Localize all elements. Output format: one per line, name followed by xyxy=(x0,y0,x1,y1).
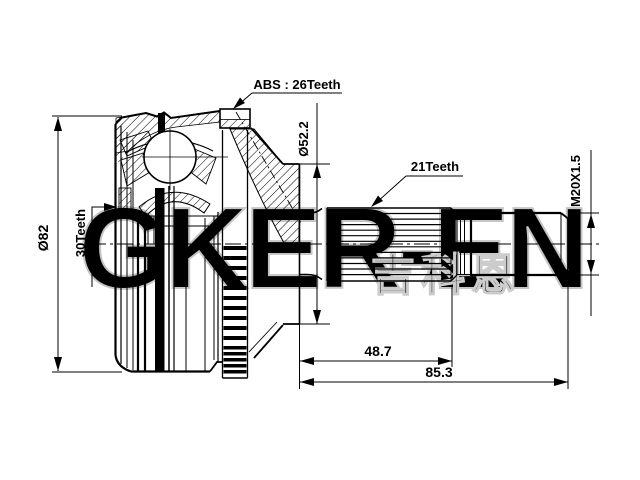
dimension-overall-length: 85.3 xyxy=(300,278,569,389)
shaft-spline-teeth-label: 21Teeth xyxy=(411,159,459,174)
shaft xyxy=(299,207,569,389)
abs-ring-hatch xyxy=(219,119,251,129)
dimension-shaft-spline: 21Teeth xyxy=(371,159,463,207)
abs-tooth-bar xyxy=(223,296,247,300)
arrowhead xyxy=(300,357,314,365)
neck-bottom xyxy=(300,273,323,281)
abs-tooth-bar xyxy=(223,346,247,350)
clamp-band-dark-top xyxy=(158,113,165,133)
thread-chamfer-bottom xyxy=(560,268,569,276)
arrowhead xyxy=(438,357,452,365)
spline-right-chamfer-top xyxy=(450,207,458,215)
dimension-hub-spline: 30Teeth xyxy=(73,203,117,287)
arrowhead xyxy=(54,117,62,131)
arrowhead xyxy=(587,260,595,274)
abs-tooth-bar xyxy=(223,286,247,290)
abs-tooth-bar xyxy=(223,316,247,320)
clamp-band-dark xyxy=(155,188,165,371)
leader-line xyxy=(375,175,407,204)
dimension-abs-ring: ABS : 26Teeth xyxy=(233,77,342,109)
spline-right-chamfer-bottom xyxy=(450,274,458,282)
arrowhead xyxy=(313,164,321,178)
arrowhead xyxy=(300,378,314,386)
abs-ring xyxy=(219,108,251,379)
housing-cone-bottom-inner xyxy=(248,321,278,353)
spline-teeth-lines xyxy=(330,212,451,276)
abs-tooth-bar xyxy=(223,370,247,374)
arrowhead xyxy=(313,310,321,324)
dimension-thread: M20X1.5 xyxy=(568,150,599,316)
dimension-flange-diameter: Ø52.2 xyxy=(296,103,330,325)
abs-tooth-bar xyxy=(223,276,247,280)
arrowhead xyxy=(54,357,62,371)
abs-tooth-bar xyxy=(223,336,247,340)
arrowhead xyxy=(554,378,568,386)
arrowhead xyxy=(371,195,383,207)
leader-line xyxy=(91,206,104,287)
housing-cone-top xyxy=(250,127,284,165)
band-pitch-line xyxy=(235,111,302,224)
arrowhead xyxy=(233,97,245,109)
overall-length-dimension: 85.3 xyxy=(425,364,452,380)
spline-section xyxy=(326,207,458,282)
ball-bearing xyxy=(142,129,228,190)
abs-tooth-bar xyxy=(223,352,247,356)
dimension-spline-length: 48.7 xyxy=(300,286,453,367)
abs-ring-teeth-view xyxy=(223,246,247,374)
arrowhead xyxy=(587,214,595,228)
dimensions: Ø82 30Teeth ABS : 26Teeth Ø52.2 xyxy=(35,77,599,389)
abs-tooth-bar xyxy=(223,306,247,310)
abs-ring-section xyxy=(219,108,251,129)
abs-teeth-label: ABS : 26Teeth xyxy=(253,77,340,92)
dimension-outer-diameter: Ø82 xyxy=(35,115,122,373)
abs-tooth-bar xyxy=(223,256,247,260)
housing-lip-hatch xyxy=(116,120,123,162)
hub-spline-teeth-label: 30Teeth xyxy=(73,209,88,257)
housing-bottom-left-corner xyxy=(114,354,132,373)
thread-spec-label: M20X1.5 xyxy=(568,155,583,207)
abs-tooth-bar xyxy=(223,246,247,250)
abs-tooth-bar xyxy=(223,364,247,368)
spline-length-dimension: 48.7 xyxy=(364,343,391,359)
abs-tooth-bar xyxy=(223,266,247,270)
neck-top xyxy=(300,207,323,215)
boot-clamp-bands xyxy=(155,113,165,371)
groove-section xyxy=(456,213,471,275)
abs-tooth-bar xyxy=(223,326,247,330)
arrowhead xyxy=(104,203,117,211)
flange-diameter-label: Ø52.2 xyxy=(296,121,311,156)
abs-tooth-bar xyxy=(223,358,247,362)
housing-top-profile xyxy=(114,110,221,125)
outer-diameter-label: Ø82 xyxy=(35,225,51,252)
thread-chamfer-top xyxy=(560,212,569,220)
cage-block-left xyxy=(118,187,132,214)
housing-bottom-step xyxy=(209,361,222,373)
housing-cone-bottom xyxy=(253,324,284,359)
